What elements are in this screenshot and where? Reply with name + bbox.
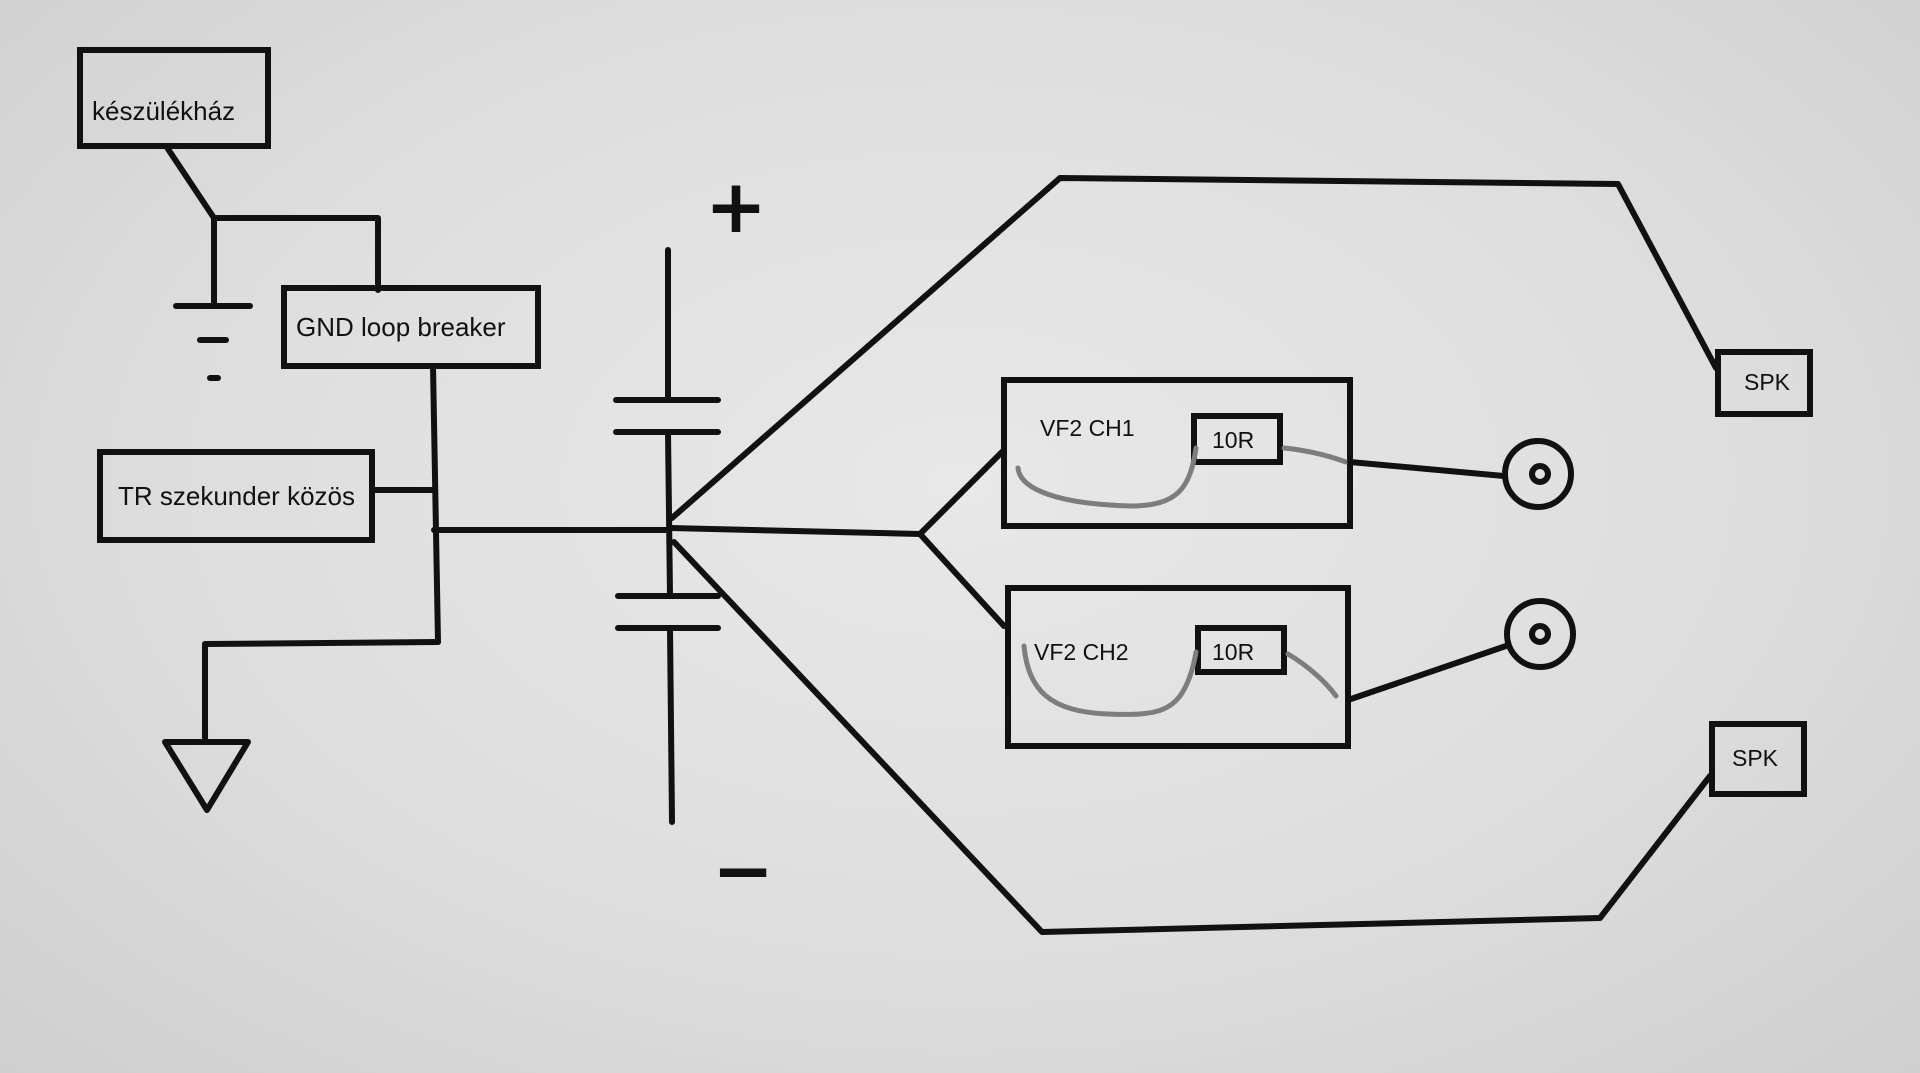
ch2-pencil-trace-left <box>1021 643 1199 717</box>
chassis-box <box>77 47 271 149</box>
lower-rail-wire <box>667 625 675 825</box>
center-to-fork-wire <box>667 525 923 537</box>
signal-ground-icon <box>162 739 251 813</box>
fork-to-ch2-wire <box>917 531 1007 629</box>
vf2-ch2-box <box>1005 585 1351 749</box>
chassis-ground-wiring <box>163 143 381 308</box>
vf2-feed-wiring <box>667 447 1007 629</box>
chassis-label: készülékház <box>92 96 235 126</box>
tr-secondary-common-block: TR szekunder közös <box>97 449 375 543</box>
speaker-bottom-box <box>1709 721 1807 797</box>
minus-sign-icon: − <box>712 828 774 914</box>
gnd-loop-breaker-label: GND loop breaker <box>296 312 506 342</box>
vf2-ch1-block: VF2 CH1 10R <box>1001 377 1353 529</box>
vf2-ch1-label: VF2 CH1 <box>1040 415 1135 441</box>
rca-jack-ch1-icon <box>1502 438 1574 510</box>
earth-ground-icon <box>173 303 253 381</box>
tr-secondary-common-box <box>97 449 375 543</box>
speaker-top-box <box>1715 349 1813 417</box>
vertical-bus-wire <box>430 363 441 645</box>
top-speaker-wire <box>669 175 1719 521</box>
speaker-bottom-label: SPK <box>1732 745 1779 771</box>
ch2-pencil-trace-right <box>1285 651 1339 699</box>
resistor-ch1-label: 10R <box>1212 427 1254 453</box>
gnd-loop-breaker-box <box>281 285 541 369</box>
bottom-speaker-wire <box>671 539 1713 935</box>
vf2-ch1-box <box>1001 377 1353 529</box>
ch2-to-jack-wire <box>1345 643 1509 703</box>
plus-label: + <box>705 164 767 250</box>
vf2-ch2-label: VF2 CH2 <box>1034 639 1129 665</box>
resistor-ch1-box <box>1191 413 1283 465</box>
chassis-to-loop-breaker-wire <box>163 143 381 293</box>
ch1-pencil-trace-right <box>1281 445 1349 465</box>
resistor-ch2-label: 10R <box>1212 639 1254 665</box>
vf2-ch2-block: VF2 CH2 10R <box>1005 585 1351 749</box>
common-bus-wiring <box>202 363 671 745</box>
fork-to-ch1-wire <box>917 447 1007 537</box>
speaker-bottom-block: SPK <box>1709 721 1807 797</box>
minus-label: − <box>712 828 774 914</box>
rca-jack-ch2-icon <box>1504 598 1576 670</box>
speaker-top-block: SPK <box>1715 349 1813 417</box>
signal-ground-wire <box>202 639 441 745</box>
tr-secondary-common-label: TR szekunder közös <box>118 481 355 511</box>
capacitor-bank <box>613 247 721 825</box>
resistor-ch2-box <box>1195 625 1287 675</box>
ch1-to-jack-wire <box>1347 459 1507 479</box>
center-rail-wire <box>665 429 673 599</box>
gnd-loop-breaker-block: GND loop breaker <box>281 285 541 369</box>
plus-sign-icon: + <box>705 164 767 250</box>
speaker-top-label: SPK <box>1744 369 1791 395</box>
chassis-block: készülékház <box>77 47 271 149</box>
ch1-pencil-trace-left <box>1015 445 1199 509</box>
